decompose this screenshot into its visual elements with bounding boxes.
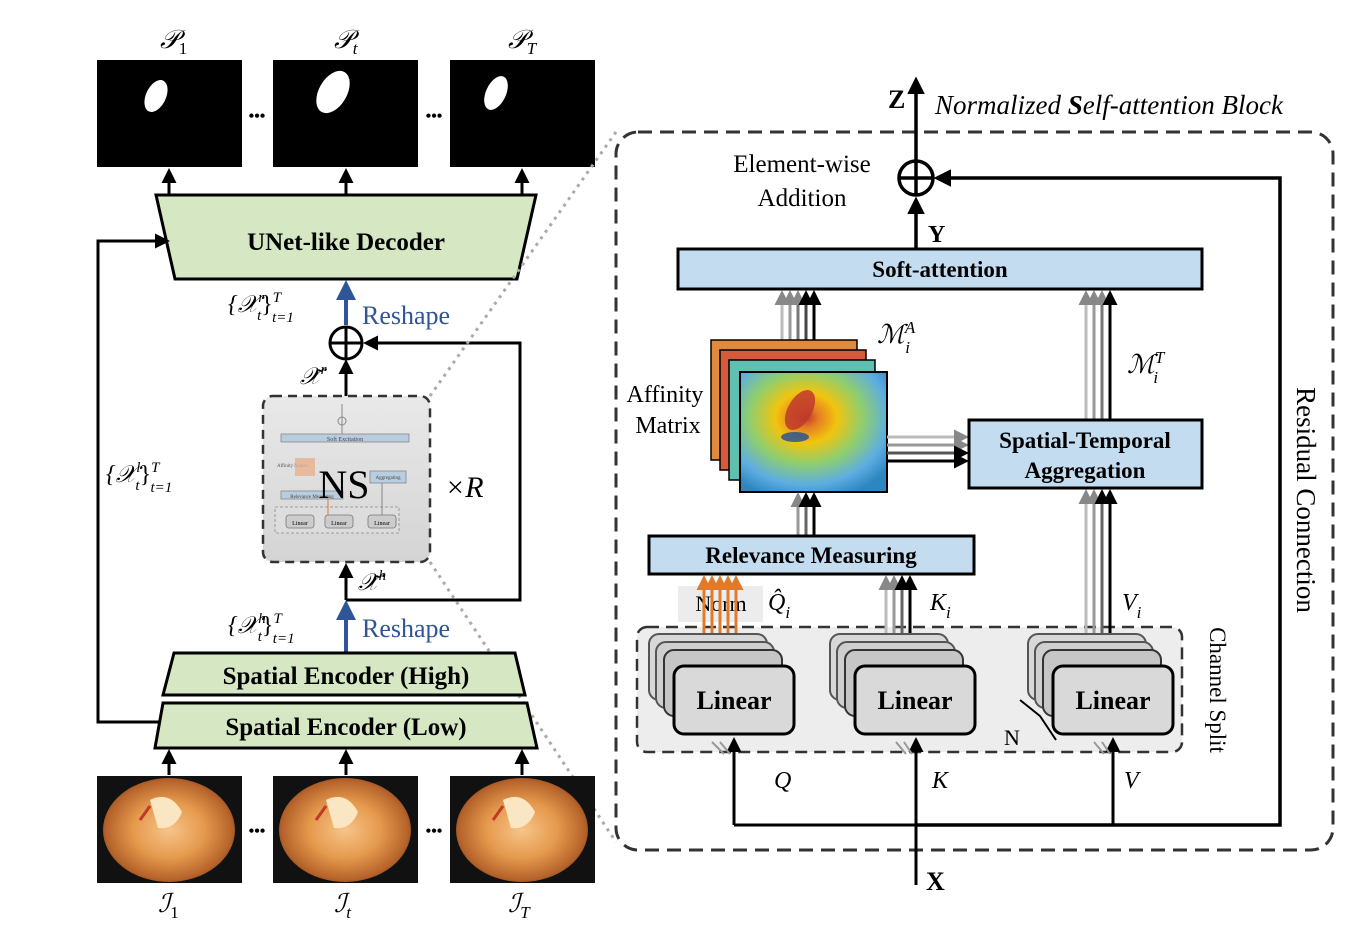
pred-label-1: 𝒫1 [160,25,187,58]
affinity-matrix-stack [710,339,888,493]
decoder-label: UNet-like Decoder [247,229,445,256]
linear-stack-v: Linear [1027,633,1175,736]
svg-text:{𝒳lt}Tt=1: {𝒳lt}Tt=1 [106,460,172,496]
relevance-label: Relevance Measuring [705,543,917,568]
v-label: V [1124,768,1141,794]
ellipsis: ••• [426,823,443,840]
svg-text:{𝒳ht}Tt=1: {𝒳ht}Tt=1 [228,611,295,647]
svg-text:Affinity Matrix: Affinity Matrix [277,464,308,469]
relevance-measuring-box [647,534,976,576]
linear-v-label: Linear [1075,686,1150,715]
svg-text:{𝒳rt}Tt=1: {𝒳rt}Tt=1 [228,290,294,326]
encoder-high-label: Spatial Encoder (High) [223,663,470,690]
y-label: Y [928,222,945,248]
ellipsis: ••• [249,108,266,125]
input-frames: ••• ••• [97,776,595,883]
qhat-label: Q̂i [768,589,790,622]
n-label: N [1004,725,1020,750]
encoder-low-label: Spatial Encoder (Low) [225,714,466,741]
sta-label-1: Spatial-Temporal [999,428,1171,453]
reshape-label-lower: Reshape [362,614,450,643]
unet-decoder [154,193,538,281]
svg-text:Soft Excitation: Soft Excitation [327,436,363,443]
svg-text:Relevance Measuring: Relevance Measuring [290,495,334,500]
soft-attention-label: Soft-attention [872,257,1008,282]
input-labels: ℐ1 ℐt ℐT [158,889,531,922]
reshape-label-upper: Reshape [362,301,450,330]
times-r-label: ×R [445,471,484,504]
prediction-masks: ••• ••• [97,60,595,167]
q-label: Q [774,768,791,794]
xr-tilde-label: 𝒳̃r [300,362,328,390]
spatial-encoder-high [161,651,527,697]
spatial-encoder-low [153,701,539,750]
linear-stack-k: Linear [829,633,977,736]
channel-split-label: Channel Split [1205,627,1230,753]
x-label: X [926,867,945,896]
soft-attention-box [676,247,1204,291]
input-label-t: ℐt [334,889,352,922]
svg-text:Aggregating: Aggregating [376,476,401,481]
ns-block: Soft Excitation Aggregating Relevance Me… [261,394,432,564]
linear-k-label: Linear [877,686,952,715]
vi-label: Vi [1122,590,1142,622]
linear-stack-q: Linear [648,633,796,736]
elementwise-label-1: Element-wise [733,151,870,178]
input-label-1: ℐ1 [158,889,179,922]
z-label: Z [888,85,905,114]
xh-tilde-label: 𝒳̃h [358,568,386,596]
ns-label: NS [318,462,369,507]
affinity-label-2: Matrix [635,413,700,439]
skip-connection [96,233,170,724]
svg-text:Linear: Linear [292,521,308,527]
pred-mask-1 [97,60,242,167]
prediction-labels: 𝒫1 𝒫t 𝒫T [160,25,538,58]
ki-label: Ki [929,590,951,622]
ellipsis: ••• [426,108,443,125]
ns-block-expanded [614,130,1335,852]
pred-mask-T [450,60,595,167]
svg-text:Linear: Linear [374,521,390,527]
k-label: K [931,768,950,794]
pred-label-T: 𝒫T [508,25,538,58]
input-label-T: ℐT [508,889,531,922]
linear-q-label: Linear [696,686,771,715]
block-title: Normalized Self-attention Block [934,90,1284,120]
sta-label-2: Aggregation [1025,458,1146,483]
spatial-temporal-aggregation-box [967,418,1204,490]
svg-text:Linear: Linear [331,521,347,527]
pred-label-t: 𝒫t [334,25,360,58]
elementwise-label-2: Addition [758,185,847,212]
affinity-label-1: Affinity [627,382,704,408]
residual-label: Residual Connection [1291,387,1321,613]
ellipsis: ••• [249,823,266,840]
